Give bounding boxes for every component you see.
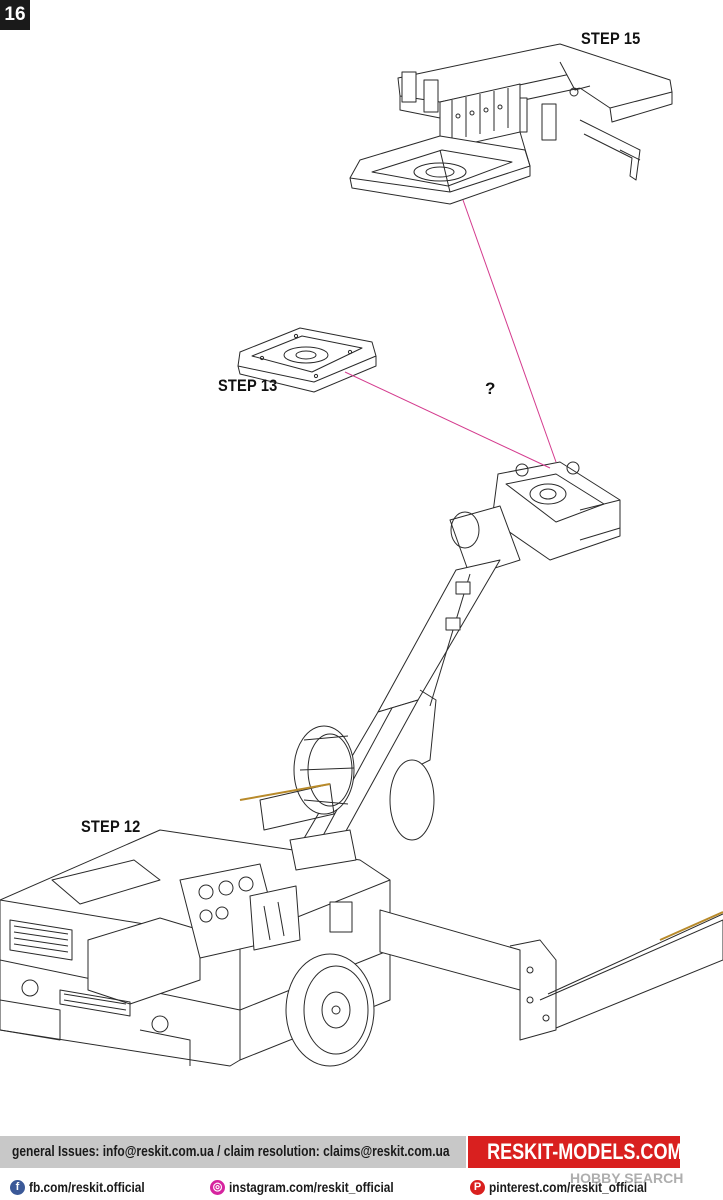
contact-text: general Issues: info@reskit.com.ua / cla… <box>12 1143 450 1160</box>
pinterest-icon: P <box>470 1179 485 1195</box>
question-mark: ? <box>485 379 496 398</box>
step15-label: STEP 15 <box>581 29 641 48</box>
instagram-icon: ◎ <box>210 1179 225 1195</box>
step12-label: STEP 12 <box>81 817 141 836</box>
instagram-link[interactable]: ◎instagram.com/reskit_official <box>210 1176 423 1198</box>
step13-plate-assembly <box>237 327 377 393</box>
page-number-badge: 16 <box>0 0 30 30</box>
facebook-icon: f <box>10 1179 25 1195</box>
footer: general Issues: info@reskit.com.ua / cla… <box>0 1136 723 1200</box>
step13-label: STEP 13 <box>218 376 278 395</box>
guide-line-step15 <box>462 199 557 463</box>
rear-wheel <box>293 725 435 841</box>
boom-head-assembly <box>449 461 621 577</box>
assembly-drawing <box>0 43 723 1067</box>
brand-box[interactable]: RESKIT-MODELS.COM <box>468 1136 683 1168</box>
tractor-body <box>0 783 391 1067</box>
contact-bar: general Issues: info@reskit.com.ua / cla… <box>0 1136 466 1168</box>
instagram-text: instagram.com/reskit_official <box>229 1179 394 1195</box>
pinterest-text: pinterest.com/reskit_official <box>489 1179 648 1195</box>
guide-lines <box>344 199 557 469</box>
guide-line-step13 <box>344 371 551 469</box>
facebook-text: fb.com/reskit.official <box>29 1179 145 1195</box>
watermark: HOBBY SEARCH <box>570 1170 684 1186</box>
brand-link[interactable]: RESKIT-MODELS.COM <box>487 1139 683 1164</box>
step15-frame-assembly <box>349 43 673 205</box>
tow-bar <box>379 909 723 1041</box>
front-wheel <box>285 953 375 1067</box>
